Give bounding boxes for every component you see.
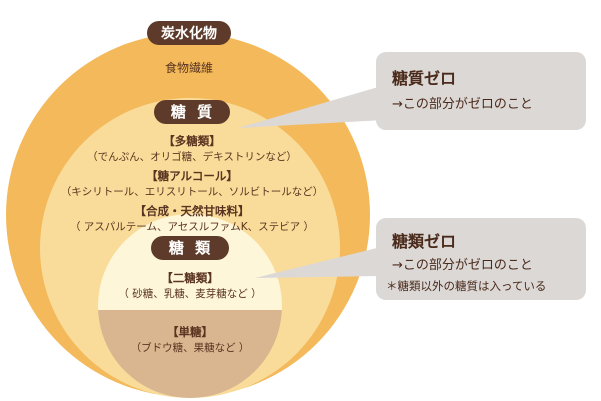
disaccharide-examples: （ 砂糖、乳糖、麦芽糖など ） xyxy=(118,287,261,300)
monosaccharide-heading: 【単糖】 xyxy=(167,325,213,339)
sugar-type-zero-desc: →この部分がゼロのこと xyxy=(392,258,533,273)
callout-pointer-sugar-total xyxy=(238,85,385,128)
callout-box-sugar-total xyxy=(376,52,586,130)
sugar-total-zero-desc: →この部分がゼロのこと xyxy=(392,97,533,112)
polysaccharide-heading: 【多糖類】 xyxy=(163,134,221,148)
sugar-alcohol-examples: （キシリトール、エリスリトール、ソルビトールなど） xyxy=(61,186,324,198)
sugar-type-zero-note: ＊糖類以外の糖質は入っている xyxy=(386,279,546,293)
sweetener-examples: （ アスパルテーム、アセスルファムK、ステビア ） xyxy=(70,221,314,233)
sweetener-heading: 【合成・天然甘味料】 xyxy=(135,204,250,218)
carbohydrate-pill xyxy=(147,21,231,45)
callout-pointer-sugar-type xyxy=(255,246,385,278)
sugar-type-label: 糖 類 xyxy=(169,239,213,257)
sugar-type-zero-title: 糖類ゼロ xyxy=(392,232,456,251)
monosaccharide-examples: （ブドウ糖、果糖など ） xyxy=(131,341,250,354)
dietary-fiber-label: 食物繊維 xyxy=(165,60,213,75)
sugar-alcohol-heading: 【糖アルコール】 xyxy=(146,169,238,183)
sugar-type-pill xyxy=(151,236,229,260)
sugar-total-label: 糖 質 xyxy=(171,103,215,121)
carbohydrate-label: 炭水化物 xyxy=(161,25,217,42)
sugar-total-zero-title: 糖質ゼロ xyxy=(392,69,456,88)
sugar-total-pill xyxy=(154,100,230,124)
callout-box-sugar-type xyxy=(376,218,586,300)
polysaccharide-examples: （でんぷん、オリゴ糖、デキストリンなど） xyxy=(87,150,297,163)
disaccharide-heading: 【二糖類】 xyxy=(161,271,219,285)
